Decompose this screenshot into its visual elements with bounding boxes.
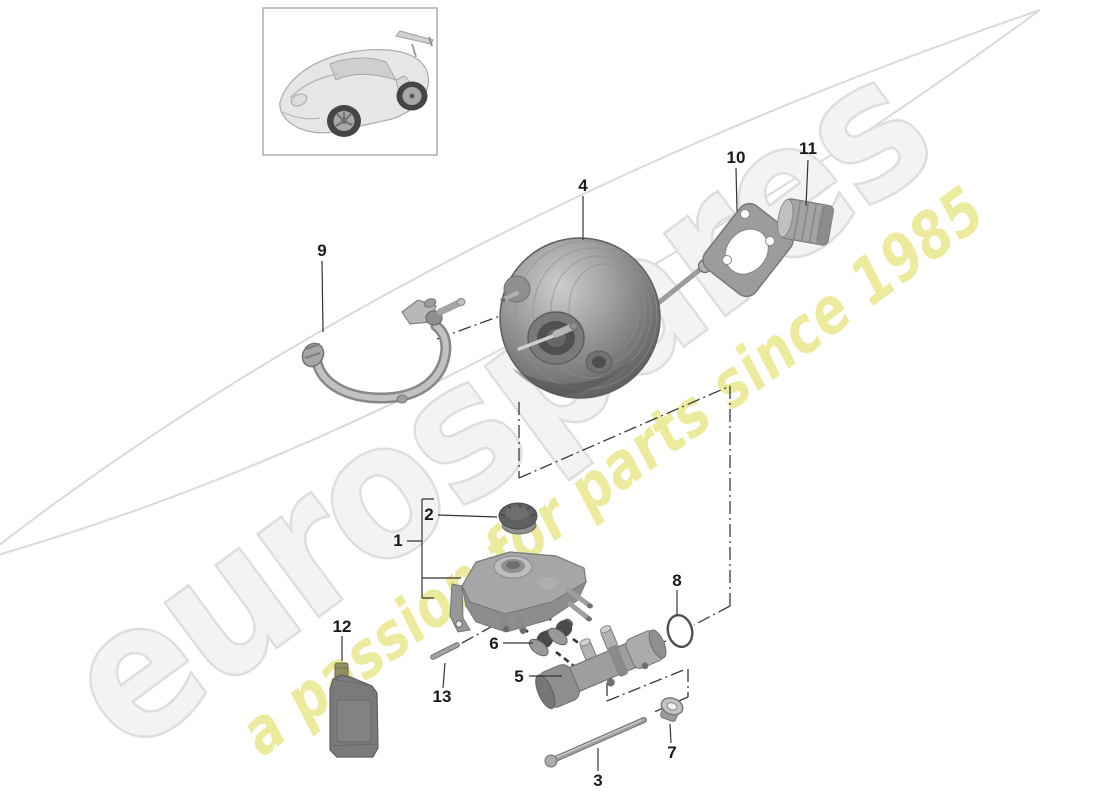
callout-labels: 1 2 3 4 5 6 7 8 9 10 11 12 13 xyxy=(317,139,817,790)
leader-11 xyxy=(805,159,809,207)
part-12-brake-fluid-bottle-illustration xyxy=(329,662,379,758)
vehicle-thumbnail xyxy=(262,7,438,156)
part-label-4: 4 xyxy=(578,176,588,195)
part-4-brake-booster-illustration xyxy=(499,237,713,399)
part-2-reservoir-cap-illustration xyxy=(498,502,538,535)
part-label-9: 9 xyxy=(317,241,326,260)
part-1-fluid-reservoir-illustration xyxy=(449,551,593,634)
part-label-13: 13 xyxy=(433,687,452,706)
part-3-push-rod-illustration xyxy=(544,717,647,768)
leader-13 xyxy=(442,662,446,689)
leader-9 xyxy=(321,260,324,333)
leader-lines xyxy=(321,159,809,771)
part-label-7: 7 xyxy=(667,743,676,762)
leader-7 xyxy=(669,723,672,744)
leader-10 xyxy=(735,167,738,212)
part-label-6: 6 xyxy=(489,634,498,653)
watermark-brand-text: eurospares xyxy=(25,17,967,794)
part-10-gasket-illustration xyxy=(702,202,794,298)
part-5-master-cylinder-illustration xyxy=(535,625,667,710)
part-8-o-ring-illustration xyxy=(666,614,694,648)
part-9-vacuum-hose-illustration xyxy=(301,298,466,404)
part-6-grommets-illustration xyxy=(528,618,574,657)
part-label-2: 2 xyxy=(424,505,433,524)
part-13-pin-illustration xyxy=(430,642,460,660)
car-illustration xyxy=(279,30,434,137)
part-label-8: 8 xyxy=(672,571,681,590)
part-label-10: 10 xyxy=(727,148,746,167)
part-label-12: 12 xyxy=(333,617,352,636)
leader-1-bracket xyxy=(407,498,461,599)
part-7-nut-illustration xyxy=(660,697,684,722)
part-label-5: 5 xyxy=(514,667,523,686)
leader-2 xyxy=(437,514,498,518)
part-label-3: 3 xyxy=(593,771,602,790)
part-11-sleeve-illustration xyxy=(777,198,834,246)
part-label-1: 1 xyxy=(393,531,402,550)
part-label-11: 11 xyxy=(799,139,817,158)
